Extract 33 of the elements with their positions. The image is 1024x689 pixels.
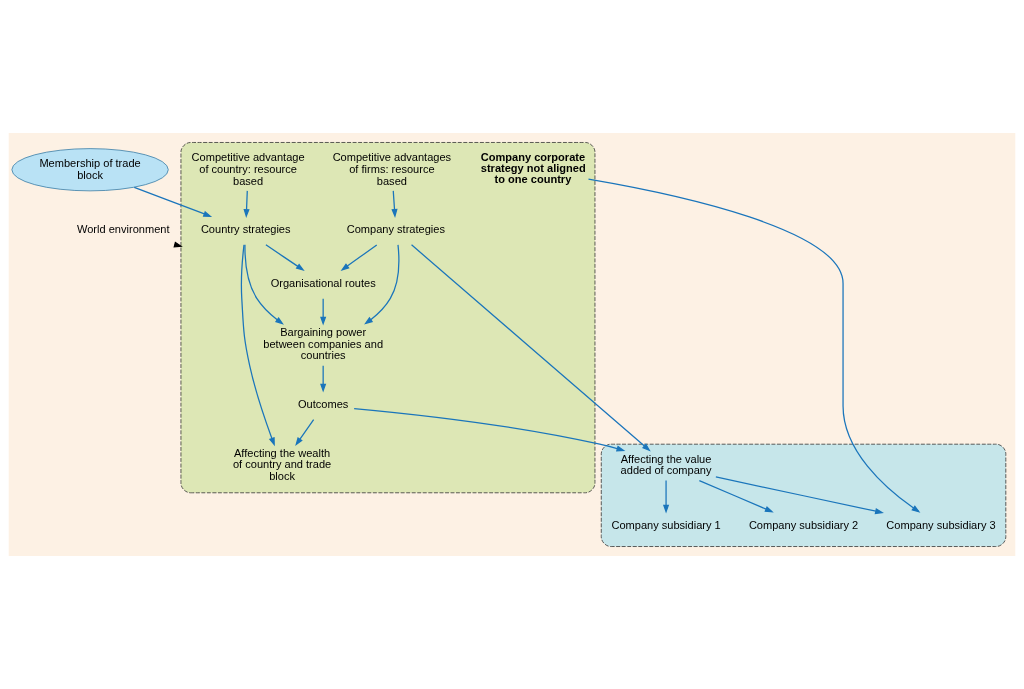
node-text: Country strategies — [200, 223, 291, 236]
node-text: Competitive advantages of firms: resource based — [332, 150, 452, 187]
arrow — [240, 244, 275, 447]
arrow — [133, 186, 213, 217]
arrow — [265, 244, 305, 271]
cluster — [180, 142, 596, 494]
arrow — [353, 407, 626, 452]
arrow — [320, 298, 327, 326]
node-text: Bargaining power between companies and countries — [263, 325, 384, 362]
node-text: Affecting the wealth of country and trade block — [232, 446, 332, 483]
arrow — [662, 479, 670, 514]
arrow — [320, 365, 327, 393]
node-text: Company subsidiary 1 — [611, 518, 721, 531]
arrow — [587, 178, 921, 513]
node-ellipse: Membership of trade block — [11, 148, 169, 192]
arrow — [391, 190, 398, 218]
node-text: Competitive advantage of country: resource based — [191, 150, 305, 187]
arrow — [698, 479, 774, 513]
arrow — [244, 244, 284, 325]
arrow — [340, 244, 378, 271]
node-text: Company corporate strategy not aligned to one country — [480, 151, 586, 186]
node-text: Organisational routes — [270, 277, 376, 290]
arrow — [410, 244, 651, 452]
arrow — [243, 190, 250, 218]
node-text: Company subsidiary 2 — [748, 518, 859, 531]
node-text: Outcomes — [297, 398, 349, 411]
arrow — [295, 418, 315, 447]
node-text: Affecting the value added of company — [620, 452, 712, 477]
arrow — [364, 244, 400, 325]
node-text: Company strategies — [346, 223, 445, 236]
node-text: Company subsidiary 3 — [886, 518, 996, 531]
arrow — [715, 476, 884, 515]
node-text: World environment — [77, 223, 170, 236]
